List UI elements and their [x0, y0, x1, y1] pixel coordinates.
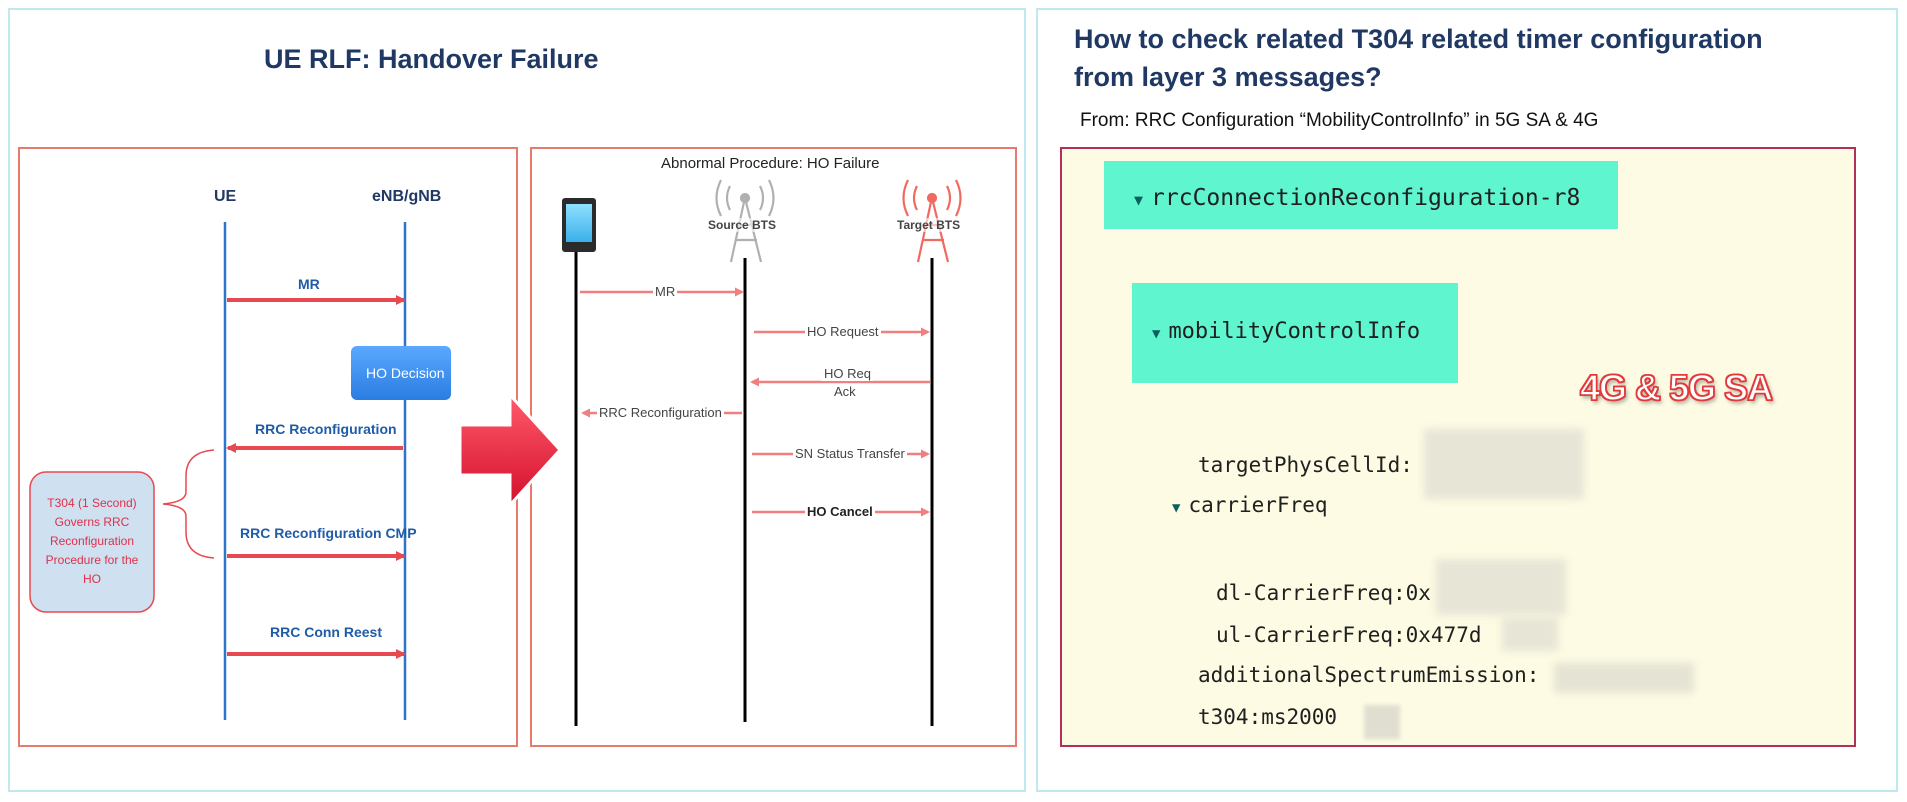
- ho-req-ack-label-1: HO Req: [822, 366, 873, 381]
- carrier-freq-row[interactable]: ▼ carrierFreq: [1172, 493, 1328, 517]
- target-bts-icon: [902, 179, 962, 263]
- target-bts-label: Target BTS: [897, 218, 961, 232]
- node2-label: mobilityControlInfo: [1168, 319, 1421, 344]
- carrier-freq-label: carrierFreq: [1188, 493, 1328, 517]
- node1-row[interactable]: ▼ rrcConnectionReconfiguration-r8: [1134, 185, 1580, 211]
- expand-triangle-icon[interactable]: ▼: [1134, 191, 1144, 209]
- ue-label: UE: [214, 188, 237, 205]
- ul-freq-row: ul-CarrierFreq:0x477d: [1216, 623, 1482, 647]
- node1-label: rrcConnectionReconfiguration-r8: [1151, 185, 1581, 211]
- rrc-reconf-cmp-label: RRC Reconfiguration CMP: [240, 525, 417, 541]
- dl-freq-row: dl-CarrierFreq:0x: [1216, 581, 1431, 605]
- t304-row: t304:ms2000: [1198, 705, 1338, 729]
- badge-4g-5g: 4G & 5G SA: [1579, 366, 1774, 409]
- left-panel: [8, 8, 1026, 792]
- mr-label: MR: [298, 276, 320, 292]
- right-subtitle: From: RRC Configuration “MobilityControl…: [1080, 110, 1599, 131]
- blurred-value: [1436, 559, 1566, 615]
- left-title: UE RLF: Handover Failure: [264, 44, 599, 74]
- enb-label: eNB/gNB: [372, 188, 442, 205]
- ho-request-label: HO Request: [805, 324, 881, 339]
- t304-brace: [162, 449, 215, 559]
- right-title-line1: How to check related T304 related timer …: [1074, 24, 1763, 54]
- source-bts-icon: [715, 179, 775, 263]
- source-bts-label: Source BTS: [708, 218, 777, 232]
- ho-decision-box: [351, 346, 451, 400]
- t304-note-box: [29, 471, 155, 613]
- mr-label-2: MR: [653, 284, 678, 299]
- node2-highlight: [1132, 283, 1458, 383]
- blurred-value: [1424, 429, 1584, 499]
- rrc-reconf-label-2: RRC Reconfiguration: [597, 405, 724, 420]
- node2-row[interactable]: ▼ mobilityControlInfo: [1152, 319, 1420, 344]
- config-tree: ▼ rrcConnectionReconfiguration-r8 ▼ mobili…: [1060, 147, 1856, 747]
- spectrum-row: additionalSpectrumEmission:: [1198, 663, 1540, 687]
- ho-decision-label: HO Decision: [366, 365, 445, 381]
- blurred-value: [1502, 617, 1558, 651]
- blurred-value: [1554, 663, 1694, 693]
- blurred-value: [1364, 705, 1400, 739]
- rrc-reconf-label: RRC Reconfiguration: [255, 421, 397, 437]
- ue-phone-icon: [562, 198, 596, 252]
- node1-highlight: [1104, 161, 1618, 229]
- rrc-reest-label: RRC Conn Reest: [270, 624, 383, 640]
- t304-note: T304 (1 Second) Governs RRC Reconfigurat…: [45, 496, 139, 586]
- ho-req-ack-label-2: Ack: [834, 384, 856, 399]
- abnormal-title: Abnormal Procedure: HO Failure: [661, 155, 880, 172]
- target-cell-row: targetPhysCellId:: [1198, 453, 1413, 477]
- expand-triangle-icon[interactable]: ▼: [1172, 500, 1181, 516]
- transition-arrow: [458, 391, 563, 509]
- expand-triangle-icon[interactable]: ▼: [1152, 326, 1161, 342]
- ho-cancel-label: HO Cancel: [805, 504, 875, 519]
- right-title-line2: from layer 3 messages?: [1074, 62, 1382, 92]
- sn-status-label: SN Status Transfer: [793, 446, 907, 461]
- right-panel: [1036, 8, 1898, 792]
